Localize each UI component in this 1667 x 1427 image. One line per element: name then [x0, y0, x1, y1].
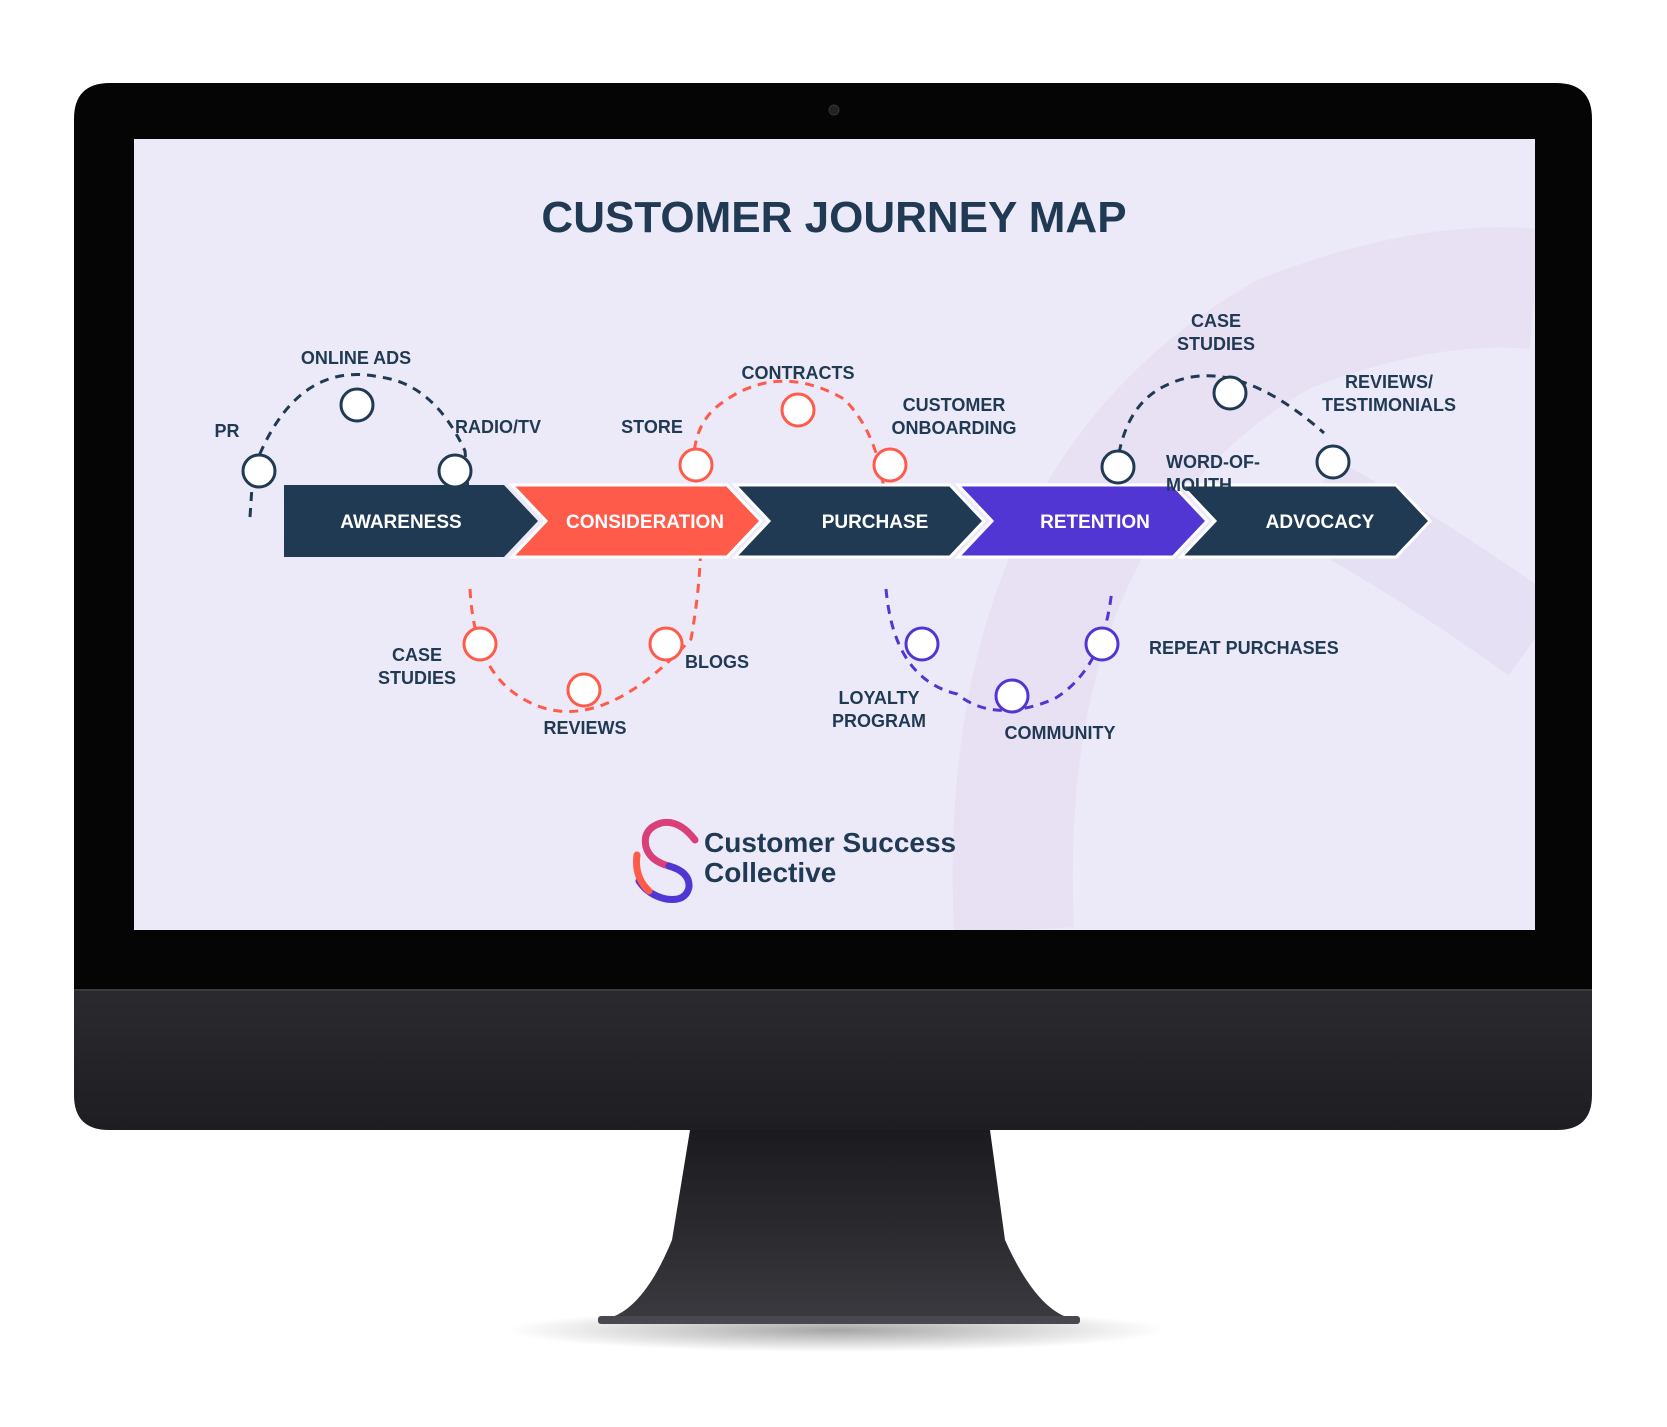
node-case-studies — [462, 626, 498, 662]
node-pr — [241, 453, 277, 489]
label-loyalty-b: PROGRAM — [832, 711, 926, 731]
stage-advocacy — [1177, 483, 1433, 559]
label-case-studies-1b: STUDIES — [378, 668, 456, 688]
stage-awareness — [284, 485, 538, 557]
logo-line2: Collective — [704, 857, 836, 888]
label-blogs: BLOGS — [685, 652, 749, 672]
stage-label-purchase: PURCHASE — [822, 512, 929, 533]
label-wom-a: WORD-OF- — [1166, 452, 1260, 472]
label-wom-b: MOUTH — [1166, 475, 1232, 495]
node-testimonials — [1315, 444, 1351, 480]
node-repeat — [1084, 626, 1120, 662]
label-pr: PR — [214, 421, 239, 441]
label-onboarding-a: CUSTOMER — [903, 395, 1006, 415]
node-community — [994, 678, 1030, 714]
retention-path — [884, 588, 1114, 712]
label-testimonials-a: REVIEWS/ — [1345, 372, 1433, 392]
label-community: COMMUNITY — [1005, 723, 1116, 743]
label-radio-tv: RADIO/TV — [455, 417, 541, 437]
journey-slide: CUSTOMER JOURNEY MAP AWARENESS CONSIDERA… — [134, 139, 1535, 930]
node-wom — [1100, 449, 1136, 485]
stage-retention — [954, 483, 1210, 559]
node-contracts — [780, 392, 816, 428]
node-blogs — [648, 626, 684, 662]
label-onboarding-b: ONBOARDING — [892, 418, 1017, 438]
nodes — [241, 375, 1351, 714]
screen: CUSTOMER JOURNEY MAP AWARENESS CONSIDERA… — [134, 139, 1535, 930]
page-title: CUSTOMER JOURNEY MAP — [541, 193, 1126, 242]
logo-line1: Customer Success — [704, 827, 956, 858]
label-case-studies-2a: CASE — [1191, 311, 1241, 331]
stage-label-awareness: AWARENESS — [340, 512, 461, 533]
stage-label-advocacy: ADVOCACY — [1266, 512, 1375, 533]
label-online-ads: ONLINE ADS — [301, 348, 411, 368]
stage-label-retention: RETENTION — [1040, 512, 1150, 533]
label-repeat-purchases: REPEAT PURCHASES — [1149, 638, 1339, 658]
node-radio-tv — [437, 453, 473, 489]
label-store: STORE — [621, 417, 683, 437]
node-onboarding — [872, 447, 908, 483]
node-store — [678, 447, 714, 483]
label-case-studies-2b: STUDIES — [1177, 334, 1255, 354]
brand-logo: Customer Success Collective — [633, 818, 956, 903]
label-loyalty-a: LOYALTY — [838, 688, 919, 708]
monitor-chin — [74, 990, 1592, 1130]
stage-label-consideration: CONSIDERATION — [566, 512, 724, 533]
node-loyalty — [904, 626, 940, 662]
node-reviews — [566, 672, 602, 708]
awareness-path — [248, 373, 472, 518]
stage-purchase — [731, 483, 987, 559]
stage-consideration — [508, 483, 764, 559]
advocacy-path — [1113, 374, 1325, 518]
node-case-studies-2 — [1212, 375, 1248, 411]
cs-logo-icon — [633, 818, 699, 903]
label-case-studies-1a: CASE — [392, 645, 442, 665]
stage-bar — [284, 483, 1433, 559]
webcam-icon — [828, 104, 840, 116]
node-online-ads — [339, 387, 375, 423]
label-reviews: REVIEWS — [543, 718, 626, 738]
stand — [598, 1130, 1080, 1320]
stand-base — [598, 1316, 1080, 1324]
label-contracts: CONTRACTS — [742, 363, 855, 383]
label-testimonials-b: TESTIMONIALS — [1322, 395, 1456, 415]
